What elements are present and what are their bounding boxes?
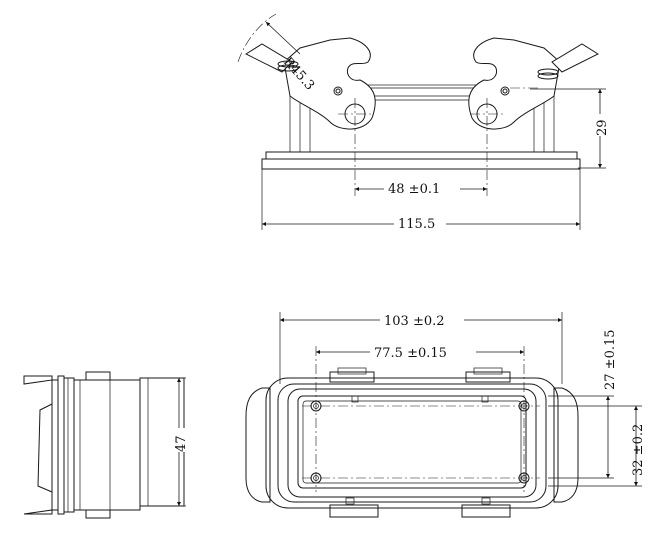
left-latch-handle (244, 43, 293, 73)
plan-view: 103 ±0.2 77.5 ±0.15 27 ±0.15 32 ±0.2 (245, 311, 646, 518)
pin-spacing-label: 48 ±0.1 (388, 182, 440, 197)
height-29-label: 29 (595, 119, 610, 136)
side-body (73, 379, 141, 511)
base-plate-lower (261, 158, 581, 170)
hood-body (289, 84, 555, 153)
base-plate-upper (265, 151, 578, 160)
top-view: R45.3 29 48 ±0.1 115.5 (237, 13, 610, 232)
right-latch-handle (551, 43, 600, 73)
side-height-label: 47 (174, 435, 189, 452)
side-face-curve (37, 403, 53, 493)
right-lower-label: 32 ±0.2 (631, 424, 646, 476)
housing-outer (265, 377, 559, 509)
left-latch-lever (283, 37, 376, 130)
base-width-label: 115.5 (398, 217, 435, 232)
side-view: 47 (23, 371, 189, 519)
inner-width-label: 77.5 ±0.15 (374, 346, 447, 361)
right-upper-label: 27 ±0.15 (603, 329, 618, 390)
inner-window (297, 395, 527, 489)
outer-width-label: 103 ±0.2 (384, 314, 445, 329)
left-bracket (245, 387, 271, 503)
radius-arc (237, 13, 277, 63)
right-latch-lever (468, 37, 561, 130)
